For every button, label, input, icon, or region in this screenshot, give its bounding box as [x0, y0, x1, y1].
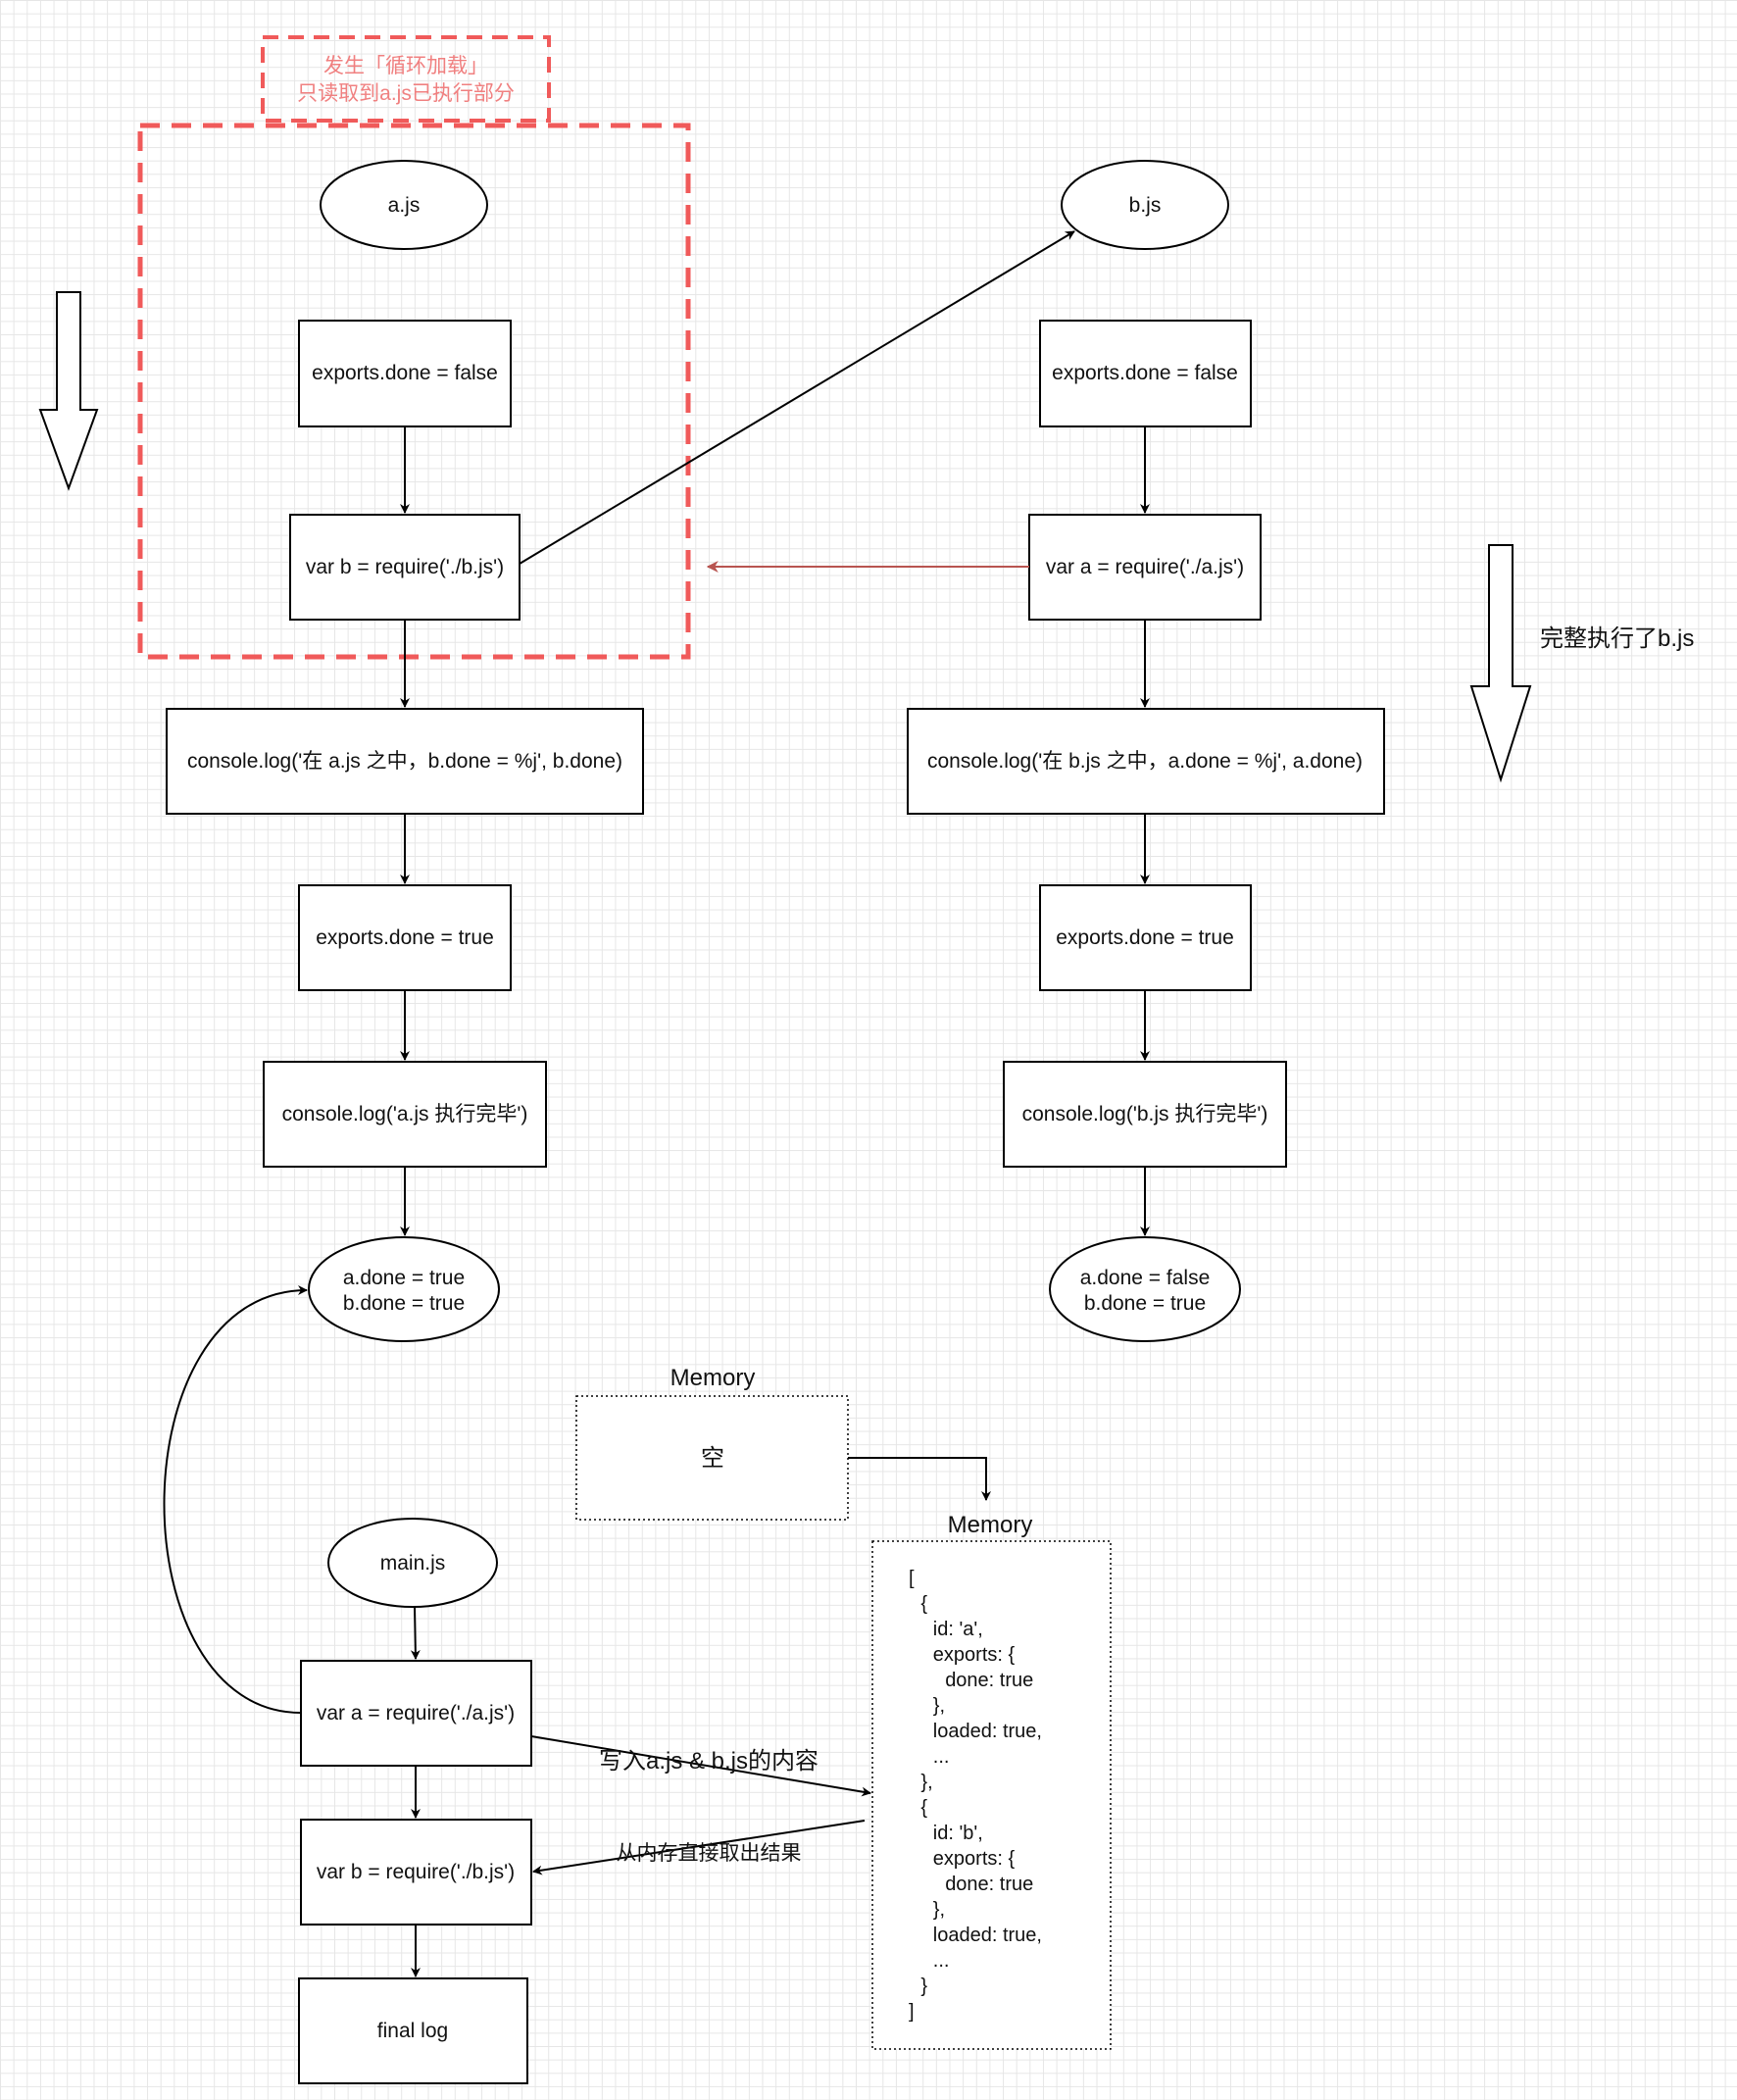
memory-content: [{id: 'a',exports: {done: true},loaded: …	[909, 1568, 1042, 2023]
memory-transition-arrow	[848, 1457, 991, 1501]
note-line-2: 只读取到a.js已执行部分	[297, 82, 515, 105]
memory-line: loaded: true,	[933, 1925, 1042, 1946]
memory-line: {	[920, 1593, 927, 1615]
a-step-console-log	[166, 708, 644, 815]
memory-line: done: true	[945, 1874, 1033, 1895]
memory-empty-content: 空	[701, 1445, 724, 1472]
main-step3-text: final log	[377, 2020, 448, 2042]
b-step-exports-false	[1039, 320, 1252, 427]
memory-line: ...	[933, 1950, 950, 1972]
a-step-exports-true	[298, 884, 512, 991]
b-result-ellipse	[1049, 1236, 1241, 1342]
b-step5-text: console.log('b.js 执行完毕')	[1022, 1103, 1268, 1125]
down-arrow-icon	[38, 291, 99, 491]
memory-full-title: Memory	[948, 1512, 1033, 1538]
main-step1-text: var a = require('./a.js')	[317, 1702, 515, 1725]
read-memory-label: 从内存直接取出结果	[617, 1842, 802, 1865]
a-step-exports-false	[298, 320, 512, 427]
memory-line: ...	[933, 1746, 950, 1768]
memory-empty-title: Memory	[670, 1365, 756, 1391]
b-step-finish-log	[1003, 1061, 1287, 1168]
b-step4-text: exports.done = true	[1056, 926, 1234, 949]
memory-line: },	[920, 1772, 932, 1793]
b-step3-text: console.log('在 b.js 之中，a.done = %j', a.d…	[927, 750, 1363, 773]
main-to-a-result-arrow	[163, 1285, 308, 1714]
partial-execution-region	[137, 123, 691, 660]
b-result-line-2: b.done = true	[1084, 1292, 1206, 1315]
b-step1-text: exports.done = false	[1052, 362, 1238, 384]
circular-load-note-box	[261, 35, 551, 123]
a-js-ellipse	[320, 160, 488, 250]
b-js-ellipse	[1061, 160, 1229, 250]
b-step-console-log	[907, 708, 1385, 815]
b-result-line-1: a.done = false	[1080, 1267, 1211, 1289]
write-memory-label: 写入a.js & b.js的内容	[599, 1748, 819, 1775]
a-step2-text: var b = require('./b.js')	[306, 556, 504, 578]
memory-line: },	[933, 1695, 945, 1717]
a-step1-text: exports.done = false	[312, 362, 498, 384]
memory-line: done: true	[945, 1670, 1033, 1691]
a-result-line-2: b.done = true	[343, 1292, 465, 1315]
a-step3-text: console.log('在 a.js 之中，b.done = %j', b.d…	[187, 750, 622, 773]
write-memory-arrow	[530, 1735, 871, 1797]
memory-line: [	[909, 1568, 915, 1589]
b-js-title: b.js	[1129, 194, 1162, 217]
main-step-final-log	[298, 1977, 528, 2084]
a-step5-text: console.log('a.js 执行完毕')	[282, 1103, 528, 1125]
b-fully-executed-label: 完整执行了b.js	[1540, 625, 1694, 652]
a-js-title: a.js	[388, 194, 421, 217]
a-step-finish-log	[263, 1061, 547, 1168]
main-step2-text: var b = require('./b.js')	[317, 1861, 515, 1883]
main-js-ellipse	[327, 1518, 498, 1608]
main-step-require-a	[300, 1660, 532, 1767]
memory-line: loaded: true,	[933, 1721, 1042, 1742]
a-result-line-1: a.done = true	[343, 1267, 465, 1289]
memory-line: exports: {	[933, 1848, 1016, 1870]
require-b-arrow	[519, 230, 1075, 565]
memory-line: {	[920, 1797, 927, 1819]
a-step4-text: exports.done = true	[316, 926, 494, 949]
read-memory-arrow	[532, 1820, 866, 1875]
memory-line: id: 'a',	[933, 1619, 983, 1640]
a-result-ellipse	[308, 1236, 500, 1342]
memory-full-box	[871, 1540, 1112, 2050]
down-arrow-icon	[1469, 544, 1532, 783]
memory-line: id: 'b',	[933, 1823, 983, 1844]
main-step-require-b	[300, 1819, 532, 1925]
memory-line: }	[920, 1975, 927, 1997]
a-step-require-b	[289, 514, 521, 621]
memory-line: ]	[909, 2001, 915, 2023]
b-step2-text: var a = require('./a.js')	[1046, 556, 1244, 578]
note-line-1: 发生「循环加载」	[323, 55, 488, 77]
memory-line: },	[933, 1899, 945, 1921]
main-arrow-1	[410, 1606, 421, 1660]
memory-line: exports: {	[933, 1644, 1016, 1666]
main-js-title: main.js	[380, 1552, 446, 1575]
